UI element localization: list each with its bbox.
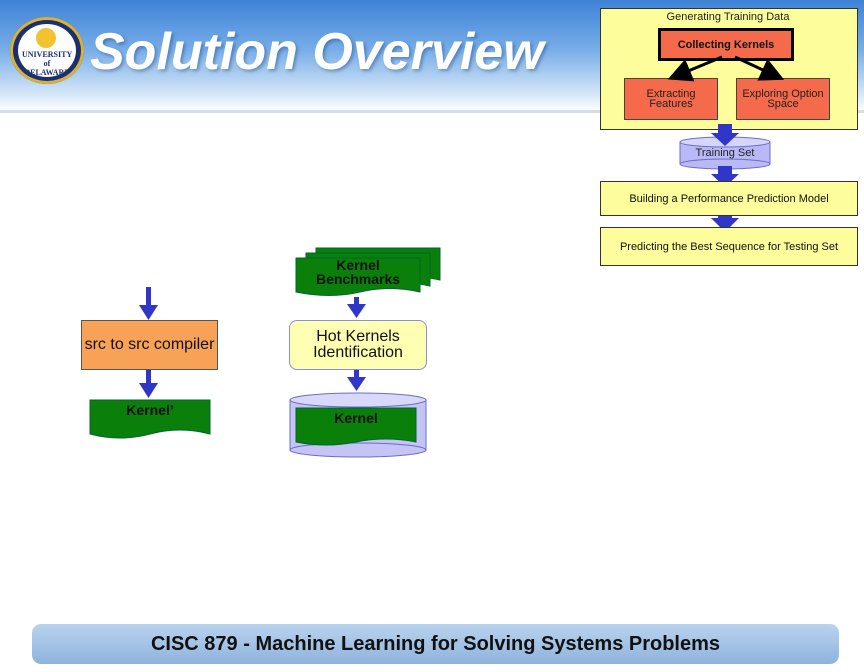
collecting-kernels-box: Collecting Kernels [658, 28, 794, 61]
hot-arrow-head [347, 377, 366, 391]
university-logo: UNIVERSITY of DELAWARE [10, 17, 84, 84]
kernel-benchmarks-label: Kernel Benchmarks [315, 257, 401, 287]
exploring-option-space-box: Exploring Option Space [736, 78, 830, 120]
compiler-output-arrow-shaft [146, 369, 151, 385]
logo-text: UNIVERSITY of DELAWARE [22, 50, 73, 77]
compiler-input-arrow-head [139, 305, 158, 320]
logo-sun-icon [36, 28, 56, 48]
course-footer: CISC 879 - Machine Learning for Solving … [32, 624, 839, 664]
predicting-box: Predicting the Best Sequence for Testing… [600, 227, 858, 266]
logo-seal: UNIVERSITY of DELAWARE [18, 24, 76, 77]
benchmarks-arrow-shaft [354, 297, 359, 306]
split-arrow-right [734, 55, 785, 81]
kernel-label: Kernel [334, 410, 378, 426]
compiler-input-arrow-shaft [146, 287, 151, 309]
split-arrow-left [667, 55, 723, 82]
building-model-box: Building a Performance Prediction Model [600, 181, 858, 216]
banner-divider [0, 110, 864, 113]
benchmarks-arrow-head [347, 304, 366, 318]
benchmarks-document-stack [295, 247, 441, 296]
kernel-database-cylinder [289, 392, 427, 458]
kernel-prime-label: Kernel’ [126, 402, 174, 418]
arrow-down-1 [711, 124, 739, 146]
compiler-output-arrow-head [139, 383, 158, 398]
src-to-src-compiler-box: src to src compiler [81, 320, 218, 370]
hot-kernels-identification-box: Hot Kernels Identification [289, 320, 427, 370]
arrow-down-2 [711, 166, 739, 187]
panel-title: Generating Training Data [666, 11, 790, 23]
slide-title: Solution Overview [90, 23, 544, 81]
kernel-prime-document [89, 399, 211, 439]
training-set-label: Training Set [695, 147, 755, 159]
hot-arrow-shaft [354, 369, 359, 379]
